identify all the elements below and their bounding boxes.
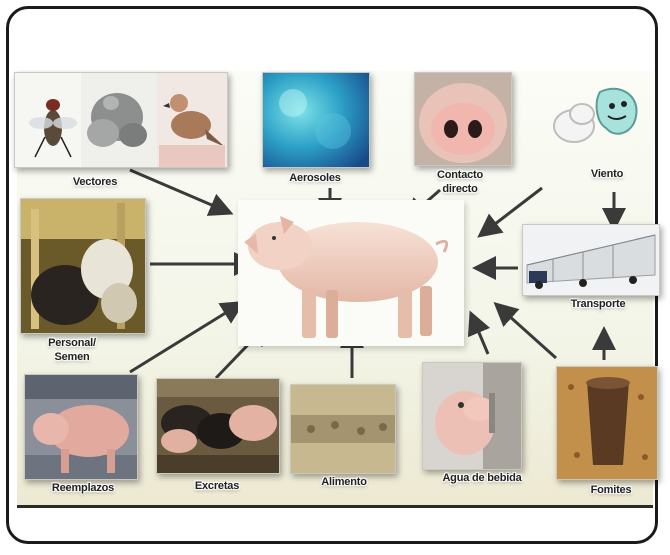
aerosoles-image	[262, 72, 370, 168]
alimento-image	[290, 384, 396, 474]
fomites-image	[556, 366, 658, 480]
reemplazos-image	[24, 374, 138, 480]
personal-semen-image	[20, 198, 146, 334]
excretas-image	[156, 378, 280, 474]
contacto-label-line2: directo	[410, 182, 510, 196]
agua-de-bebida-label: Agua de bebida	[416, 472, 548, 484]
agua-de-bebida-image	[422, 362, 522, 470]
personal-semen-label: Personal/ Semen	[22, 336, 122, 364]
central-pig-image	[238, 200, 464, 346]
vectores-label: Vectores	[40, 176, 150, 188]
vectores-image	[14, 72, 228, 168]
contacto-directo-label: Contacto directo	[410, 168, 510, 196]
transporte-label: Transporte	[548, 298, 648, 310]
fomites-label: Fomites	[574, 484, 648, 496]
aerosoles-label: Aerosoles	[262, 172, 368, 184]
reemplazos-label: Reemplazos	[24, 482, 142, 494]
viento-image	[550, 78, 642, 162]
excretas-label: Excretas	[172, 480, 262, 492]
transporte-image	[522, 224, 660, 296]
arrow-agua	[472, 316, 488, 354]
contacto-directo-image	[414, 72, 512, 166]
arrow-reemplazos	[130, 304, 240, 372]
personal-label-line1: Personal/	[22, 336, 122, 350]
arrow-fomites-diag	[498, 306, 556, 358]
viento-label: Viento	[572, 168, 642, 180]
contacto-label-line1: Contacto	[410, 168, 510, 182]
alimento-label: Alimento	[296, 476, 392, 488]
personal-label-line2: Semen	[22, 350, 122, 364]
